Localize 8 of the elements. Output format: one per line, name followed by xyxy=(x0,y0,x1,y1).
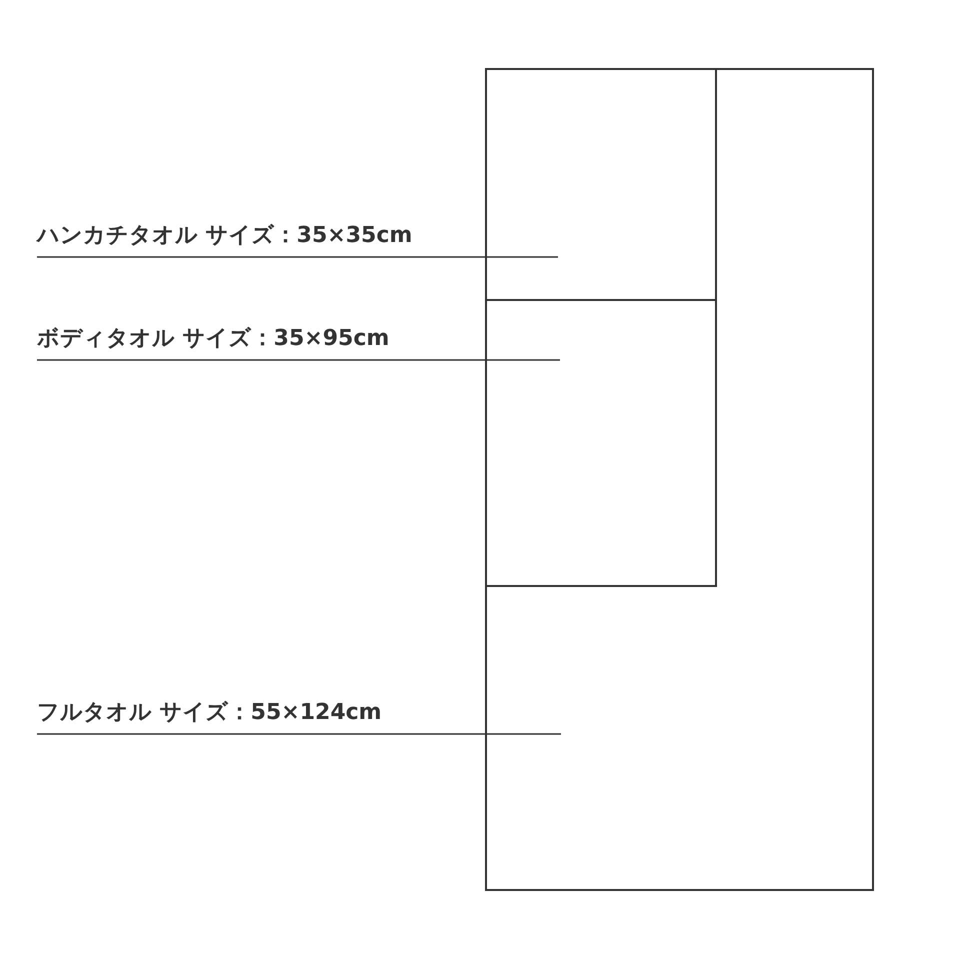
towel-outline xyxy=(485,68,874,891)
leader-line xyxy=(37,256,558,258)
size-label: フルタオル サイズ：55×124cm xyxy=(37,699,557,734)
towel-outline xyxy=(485,68,717,587)
size-label: ハンカチタオル サイズ：35×35cm xyxy=(37,222,557,257)
leader-line xyxy=(37,359,560,361)
size-label: ボディタオル サイズ：35×95cm xyxy=(37,325,557,360)
leader-line xyxy=(37,733,561,735)
